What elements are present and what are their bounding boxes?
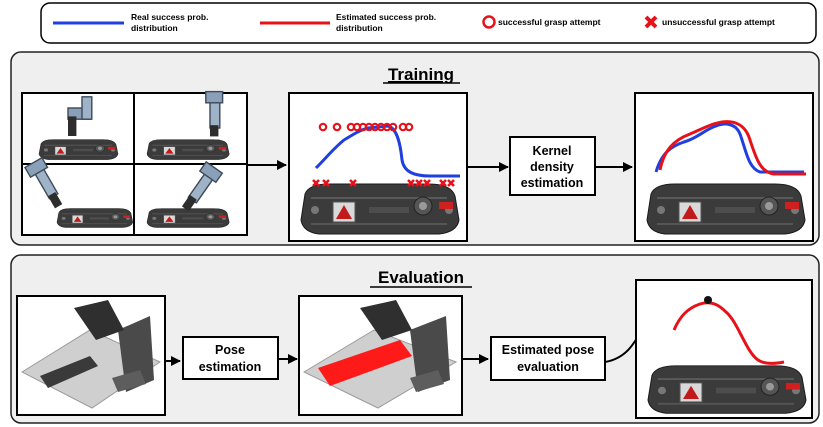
legend-successful: successful grasp attempt [498,17,601,27]
scene-part-cloud [40,356,98,388]
evaluated-pose-point [704,296,712,304]
eval-label-line2: evaluation [517,360,579,374]
training-panel: Training [10,51,820,246]
grasp-image-4 [145,160,231,230]
successful-grasp-markers [318,122,414,132]
training-grasp-images [21,90,248,236]
grasp-samples-image [288,92,468,242]
pose-label-line2: estimation [199,360,262,374]
legend: Real success prob. distribution Estimate… [40,2,817,44]
estimated-pose-overlay [318,340,412,386]
eval-label-line1: Estimated pose [502,343,594,357]
grasp-image-2 [145,90,231,162]
kde-label-line1: Kernel [533,144,572,158]
kde-result-image [634,92,814,242]
legend-estimated-line1: Estimated success prob. [336,12,436,22]
legend-real-line2: distribution [131,23,178,33]
kde-label-line3: estimation [521,176,584,190]
red-cross-icon [644,15,658,29]
legend-unsuccessful: unsuccessful grasp attempt [662,17,775,27]
evaluation-panel: Evaluation Pose estimation [10,254,820,424]
scene-image-input [16,295,166,416]
scene-wall [118,316,154,392]
legend-estimated-line2: distribution [336,23,383,33]
scene-image-pose [298,295,463,416]
real-distribution-curve-result [654,122,804,174]
estimated-distribution-curve-eval [672,301,785,365]
eval-box: Estimated pose evaluation [490,336,606,381]
kde-label-line2: density [530,160,574,174]
legend-real-line1: Real success prob. [131,12,208,22]
legend-box [40,2,817,44]
evaluation-result-image [635,279,813,419]
estimated-distribution-curve [658,120,806,176]
kde-box: Kernel density estimation [509,136,596,196]
evaluation-title: Evaluation [378,268,464,287]
kde-box-frame [509,136,596,196]
eval-box-frame [490,336,606,381]
pose-box: Pose estimation [182,336,279,380]
pose-label-line1: Pose [215,343,245,357]
pose-box-frame [182,336,279,380]
grasp-image-3 [23,156,135,229]
grasp-image-1 [37,96,120,162]
scene-robot-cloud [74,300,124,340]
training-title: Training [388,65,454,84]
red-circle-icon [482,15,496,29]
scene-checkerboard [112,370,146,392]
unsuccessful-grasp-markers [312,179,455,187]
real-distribution-curve [314,124,460,178]
